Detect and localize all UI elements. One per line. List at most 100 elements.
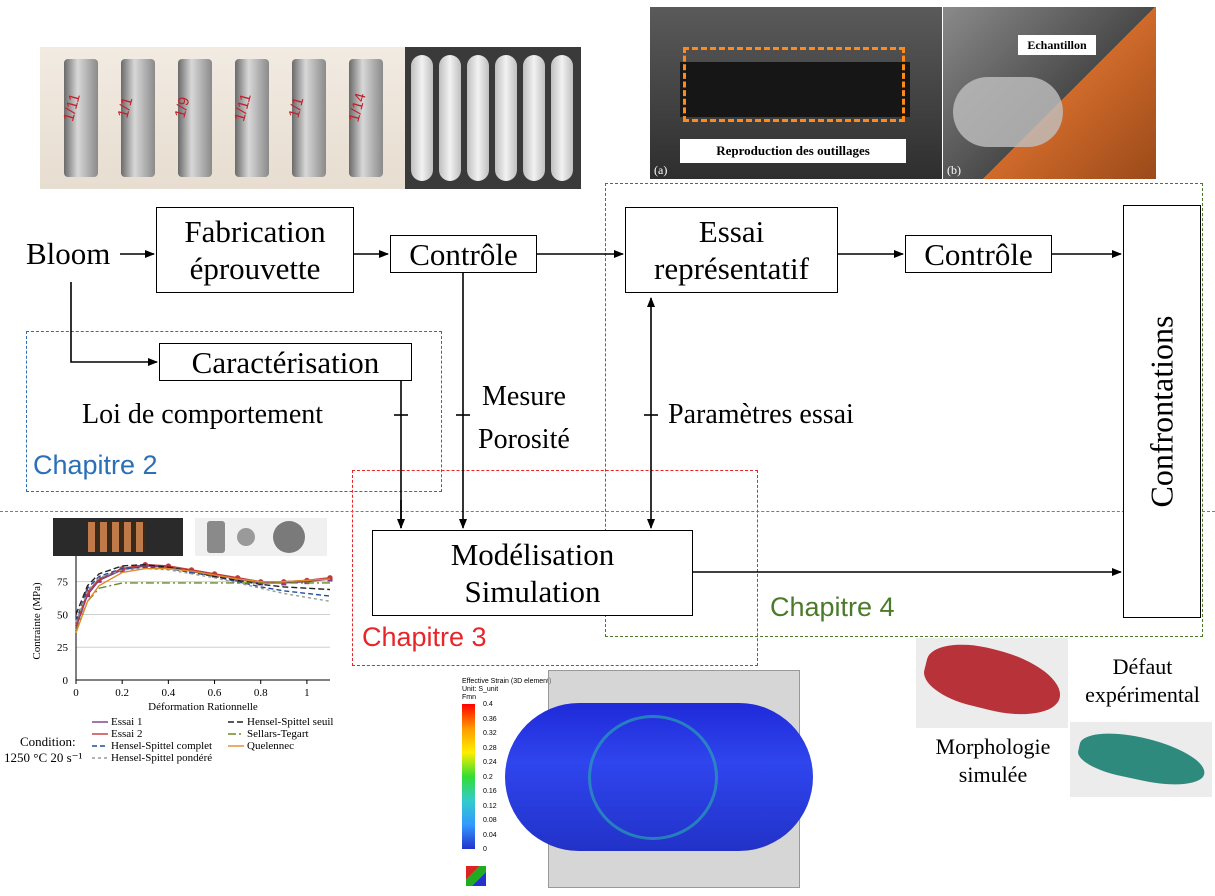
sim-legend-title-3: Fmn	[462, 694, 476, 701]
defect-exp-line1: Défaut	[1112, 654, 1173, 679]
chart-series-line	[75, 567, 331, 634]
separator-line	[0, 511, 1215, 512]
chart-series-line	[75, 567, 331, 623]
sample-caption: Echantillon	[1018, 35, 1096, 55]
xray-specimen	[411, 55, 433, 181]
chart-x-tick: 0.6	[208, 687, 222, 699]
specimen: 1/14	[346, 59, 383, 177]
chart-legend-item: Essai 2	[111, 728, 143, 740]
specimen: 1/11	[60, 59, 98, 177]
robot-photo: Echantillon (b)	[943, 7, 1156, 179]
chart-legend-item: Hensel-Spittel complet	[111, 740, 213, 752]
defect-sim-image	[1070, 722, 1212, 797]
chapter4-label: Chapitre 4	[770, 592, 895, 622]
loi-label: Loi de comportement	[82, 399, 324, 430]
chapter3-frame	[352, 470, 758, 666]
modelisation-line1: Modélisation	[450, 537, 615, 572]
tooling-photo: Reproduction des outillages (a)	[650, 7, 942, 179]
chart-series-line	[75, 582, 330, 631]
sim-legend-title-2: Unit: S_unit	[462, 686, 499, 693]
chart-legend-item: Quelennec	[247, 740, 295, 752]
chapter3-label: Chapitre 3	[362, 622, 487, 652]
sim-colorbar-tick: 0.04	[483, 831, 497, 839]
tooling-highlight	[683, 47, 905, 122]
tooling-dies	[680, 62, 910, 117]
essai-line1: Essai	[698, 214, 765, 249]
chart-y-tick: 25	[57, 642, 69, 654]
essai-box: Essai représentatif	[625, 207, 838, 293]
xray-specimen	[495, 55, 517, 181]
controle-box-2: Contrôle	[905, 235, 1052, 273]
sim-deformed-zone	[588, 715, 718, 840]
defect-exp-image	[916, 634, 1068, 728]
induction-coil-photo	[53, 518, 183, 556]
defect-exp-line2: expérimental	[1085, 682, 1200, 707]
confrontations-box: Confrontations	[1123, 205, 1201, 618]
sim-colorbar-tick: 0.16	[483, 788, 497, 795]
sim-colorbar-tick: 0	[483, 846, 487, 853]
fabrication-line2: éprouvette	[189, 251, 321, 286]
modelisation-box: Modélisation Simulation	[372, 530, 693, 616]
specimen: 1/1	[115, 59, 155, 177]
sim-colorbar-tick: 0.24	[483, 759, 497, 766]
sim-legend-title-1: Effective Strain (3D element)	[462, 678, 552, 685]
sim-colorbar-tick: 0.4	[483, 701, 493, 708]
sim-colorbar-tick: 0.36	[483, 715, 497, 723]
chart-legend-item: Essai 1	[111, 716, 143, 728]
chart-x-tick: 1	[304, 687, 310, 699]
chart-x-tick: 0.8	[254, 687, 268, 699]
xray-specimen	[523, 55, 545, 181]
controle-label-1: Contrôle	[409, 236, 518, 272]
defect-sim-line2: simulée	[958, 762, 1028, 787]
defect-exp-label: Défaut expérimental	[1070, 653, 1215, 709]
specimen: 1/1	[286, 59, 326, 177]
controle-label-2: Contrôle	[924, 236, 1033, 272]
sim-colorbar-tick: 0.2	[483, 773, 493, 781]
chart-y-tick: 75	[57, 577, 69, 589]
essai-line2: représentatif	[654, 251, 809, 286]
chart-x-label: Déformation Rationnelle	[148, 701, 258, 713]
sim-legend-title: Effective Strain (3D element) Unit: S_un…	[462, 678, 551, 702]
sim-colorbar-tick: 0.28	[483, 744, 497, 752]
chart-x-tick: 0	[73, 687, 79, 699]
fabrication-box: Fabrication éprouvette	[156, 207, 354, 293]
specimens-xray-photo	[405, 47, 581, 189]
panel-b-label: (b)	[947, 163, 961, 177]
specimens-photo: 1/11 1/1 1/9 1/11 1/1 1/14	[40, 47, 408, 189]
chapter2-frame	[26, 331, 442, 492]
modelisation-line2: Simulation	[464, 574, 601, 609]
xray-specimen	[467, 55, 489, 181]
chapter4-frame	[605, 183, 1203, 637]
mesure-label: Mesure	[482, 381, 566, 412]
xray-specimen	[439, 55, 461, 181]
xray-specimen	[551, 55, 573, 181]
fabrication-line1: Fabrication	[184, 214, 326, 249]
controle-box-1: Contrôle	[390, 235, 537, 273]
robot-gripper	[953, 77, 1063, 147]
chart-x-tick: 0.4	[161, 687, 175, 699]
chapter2-label: Chapitre 2	[33, 450, 158, 480]
chart-y-tick: 50	[57, 609, 69, 621]
sample-cylinder-photo	[195, 518, 327, 556]
chart-series-line	[75, 566, 331, 622]
caracterisation-box: Caractérisation	[159, 343, 412, 381]
parametres-label: Paramètres essai	[668, 399, 854, 430]
sim-axis-triad	[466, 866, 486, 886]
specimen: 1/11	[231, 59, 269, 177]
specimen: 1/9	[172, 59, 212, 177]
chart-y-label: Contrainte (MPa)	[31, 582, 43, 660]
sim-colorbar	[462, 704, 475, 849]
chart-condition-line1: Condition:	[20, 734, 76, 749]
chart-point	[85, 592, 91, 598]
chart-condition-line2: 1250 °C 20 s⁻¹	[4, 750, 83, 765]
sim-colorbar-tick: 0.08	[483, 817, 497, 824]
bloom-label: Bloom	[26, 236, 111, 271]
panel-a-label: (a)	[654, 163, 668, 177]
chart-series-line	[75, 563, 331, 615]
chart-legend-item: Sellars-Tegart	[247, 728, 309, 740]
sim-colorbar-tick: 0.32	[483, 730, 497, 737]
caracterisation-label: Caractérisation	[191, 344, 380, 380]
tooling-caption: Reproduction des outillages	[680, 139, 906, 163]
